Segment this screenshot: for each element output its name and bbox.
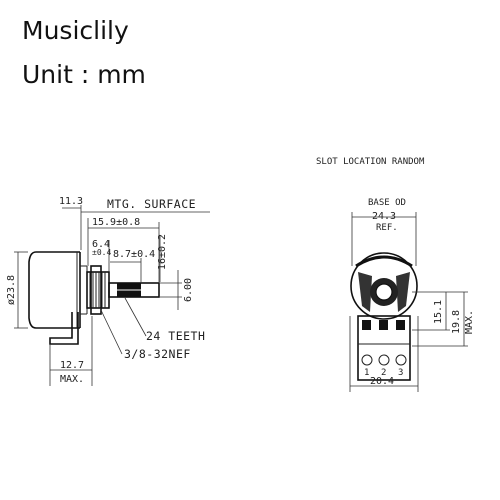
dim-15-1-label: 15.1 [433, 300, 444, 324]
pot-body-left-edge [28, 251, 37, 329]
housing-tab-left [358, 272, 372, 312]
mounting-nut [90, 265, 102, 315]
terminal-block [357, 315, 411, 381]
teeth-leader [124, 297, 147, 337]
dim-19-8-max: MAX. [464, 310, 475, 334]
terminal-lug [49, 312, 79, 345]
pot-housing-circle [350, 252, 418, 320]
mtg-surface-label: MTG. SURFACE [107, 197, 196, 211]
lug-1-top [362, 320, 371, 330]
dim-6-4-label: 6.4 [92, 239, 110, 250]
base-od-label: BASE OD [368, 198, 406, 208]
rear-view: SLOT LOCATION RANDOM BASE OD 24.3 REF. [316, 157, 475, 392]
shaft-end [375, 283, 393, 301]
dim-12-7-max: MAX. [60, 374, 84, 385]
dim-16-label: 16±0.2 [157, 234, 168, 270]
brand-title: Musiclily [22, 16, 129, 45]
dim-24-3-label: 24.3 [372, 211, 396, 222]
ref-label: REF. [376, 223, 398, 233]
side-view: ø23.8 11.3 MTG. SURFACE 15.9±0.8 6.4 ±0.… [6, 196, 210, 386]
diameter-label: ø23.8 [6, 275, 17, 305]
housing-tab-right [396, 272, 410, 312]
thread-leader [99, 307, 123, 355]
pin-2-label: 2 [381, 368, 386, 378]
housing-rim [355, 255, 413, 268]
dim-15-9-label: 15.9±0.8 [92, 217, 140, 228]
thread-label: 3/8-32NEF [124, 347, 191, 361]
thread-lines [89, 272, 106, 308]
dim-6-00-label: 6.00 [183, 278, 194, 302]
lug-2-top [379, 320, 388, 330]
slot-note: SLOT LOCATION RANDOM [316, 157, 425, 167]
dim-6-4-tol: ±0.4 [92, 248, 111, 257]
dim-19-8-label: 19.8 [451, 310, 462, 334]
pin-1-label: 1 [364, 368, 369, 378]
teeth-label: 24 TEETH [146, 329, 205, 343]
pin-2-hole [378, 354, 390, 366]
pin-1-hole [361, 354, 373, 366]
pin-3-hole [395, 354, 407, 366]
pin-3-label: 3 [398, 368, 403, 378]
dim-8-7-label: 8.7±0.4 [113, 249, 155, 260]
overall-length-label: 11.3 [59, 196, 83, 207]
dim-12-7-label: 12.7 [60, 360, 84, 371]
dim-20-4-label: 20.4 [370, 376, 394, 387]
lug-3-top [396, 320, 405, 330]
unit-label: Unit : mm [22, 60, 146, 89]
